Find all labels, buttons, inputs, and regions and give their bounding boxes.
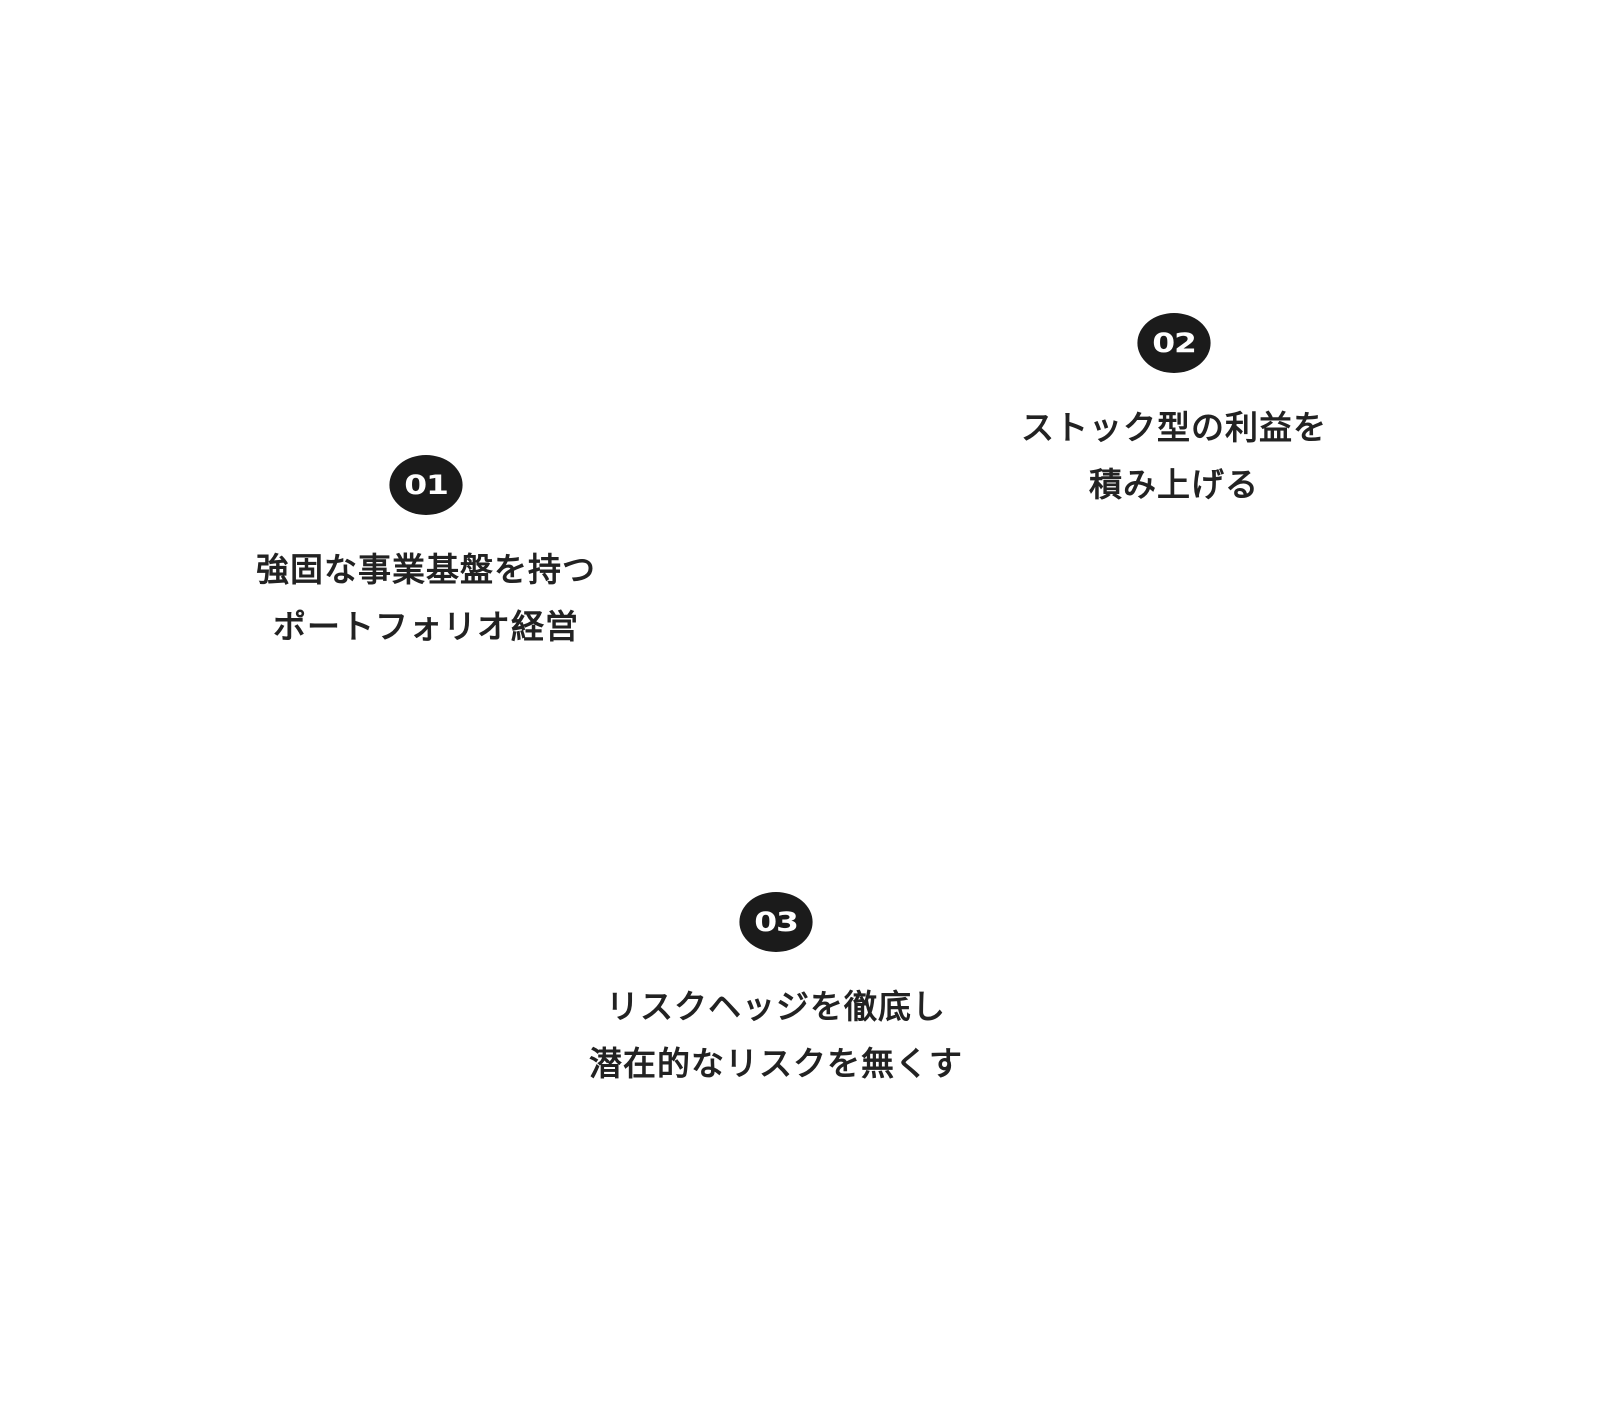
- point-item-03: 03 リスクヘッジを徹底し 潜在的なリスクを無くす: [516, 892, 1036, 1092]
- point-item-02: 02 ストック型の利益を 積み上げる: [914, 313, 1434, 513]
- point-caption: 強固な事業基盤を持つ ポートフォリオ経営: [256, 541, 596, 655]
- point-caption: ストック型の利益を 積み上げる: [1021, 399, 1327, 513]
- caption-line: 積み上げる: [1089, 465, 1259, 504]
- number-badge: 01: [389, 455, 463, 515]
- point-caption: リスクヘッジを徹底し 潜在的なリスクを無くす: [589, 978, 963, 1092]
- number-badge: 02: [1137, 313, 1211, 373]
- number-badge: 03: [739, 892, 813, 952]
- caption-line: ポートフォリオ経営: [273, 607, 579, 646]
- caption-line: ストック型の利益を: [1021, 408, 1327, 447]
- point-item-01: 01 強固な事業基盤を持つ ポートフォリオ経営: [166, 455, 686, 655]
- caption-line: 強固な事業基盤を持つ: [256, 550, 596, 589]
- caption-line: 潜在的なリスクを無くす: [589, 1044, 963, 1083]
- caption-line: リスクヘッジを徹底し: [606, 987, 946, 1026]
